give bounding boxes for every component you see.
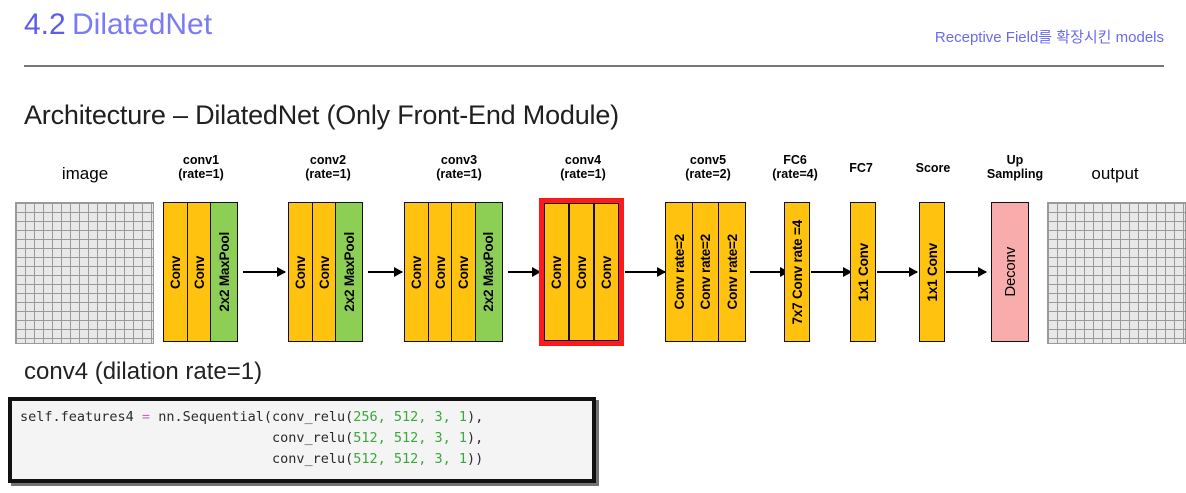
layer-label: 1x1 Conv [855,242,871,302]
layer-conv[interactable]: Conv [451,202,476,342]
layer-label: Conv [191,255,207,289]
stage-block-conv4[interactable]: Conv Conv Conv [539,198,624,346]
layer-label: Conv rate=2 [724,234,740,310]
code-line-2-args: 512, 512, 3, 1 [353,430,468,446]
stage-label-output: output [1091,164,1139,183]
layer-maxpool[interactable]: 2x2 MaxPool [474,202,503,342]
layer-conv[interactable]: Conv [186,202,212,342]
stage-block-conv5[interactable]: Conv rate=2 Conv rate=2 Conv rate=2 [665,202,746,342]
layer-label: 1x1 Conv [924,242,940,302]
architecture-heading: Architecture – DilatedNet (Only Front-En… [24,100,619,130]
header-right-note: Receptive Field를 확장시킨 models [934,29,1164,46]
code-line-1-prefix: self.features4 [20,409,142,425]
layer-label: Conv [316,255,332,289]
layer-label: Conv [549,255,564,289]
code-line-1-mid: nn.Sequential(conv_relu( [150,409,354,425]
stage-label-score: Score [915,161,951,175]
code-snippet: self.features4 = nn.Sequential(conv_relu… [8,397,596,483]
stage-block-conv2[interactable]: Conv Conv 2x2 MaxPool [288,202,363,342]
flow-arrow [625,267,666,277]
layer-label: Conv [168,255,183,289]
layer-conv-rate2[interactable]: Conv rate=2 [665,202,693,342]
stage-label-upsampling: Up Sampling [986,153,1044,181]
layer-score-conv[interactable]: 1x1 Conv [919,202,945,342]
flow-arrow [750,267,789,277]
stage-label-conv2: conv2 (rate=1) [305,153,351,181]
output-image-grid [1047,202,1186,344]
layer-label: Conv [574,255,589,289]
layer-conv[interactable]: Conv [404,202,429,342]
code-line-2-suffix: ), [467,430,484,446]
layer-conv[interactable]: Conv [427,202,453,342]
slide-header: 4.2 DilatedNet Receptive Field를 확장시킨 mod… [0,0,1186,70]
layer-label: 2x2 MaxPool [341,232,357,312]
code-line-3-args: 512, 512, 3, 1 [353,451,468,467]
stage-label-conv3: conv3 (rate=1) [436,153,482,181]
layer-label: 7x7 Conv rate =4 [789,219,805,325]
layer-fc6-conv[interactable]: 7x7 Conv rate =4 [784,202,810,342]
flow-arrow [877,267,918,277]
stage-block-conv1[interactable]: Conv Conv 2x2 MaxPool [163,202,238,342]
layer-conv[interactable]: Conv [594,203,619,341]
slide-number: 4.2 [24,8,66,41]
layer-label: 2x2 MaxPool [216,232,232,312]
code-operator: = [141,409,151,425]
layer-conv[interactable]: Conv [544,203,569,341]
stage-label-image: image [61,164,109,183]
layer-maxpool[interactable]: 2x2 MaxPool [335,202,363,342]
layer-label: Conv rate=2 [698,234,713,310]
code-line-2-prefix: conv_relu( [271,430,354,446]
layer-label: Conv [293,255,308,289]
slide-title: DilatedNet [72,8,213,41]
architecture-diagram: image conv1 (rate=1) Conv Conv 2x2 MaxPo… [0,150,1186,355]
layer-label: Conv [456,255,471,289]
code-line-3-prefix: conv_relu( [271,451,354,467]
stage-label-fc6: FC6 (rate=4) [772,153,818,181]
layer-maxpool[interactable]: 2x2 MaxPool [210,202,238,342]
flow-arrow [946,267,987,277]
layer-label: Conv rate=2 [671,234,687,310]
stage-block-conv3[interactable]: Conv Conv Conv 2x2 MaxPool [404,202,503,342]
layer-conv[interactable]: Conv [311,202,337,342]
code-line-1-suffix: ), [467,409,484,425]
layer-label: Conv [599,255,614,289]
code-line-1-args: 256, 512, 3, 1 [353,409,468,425]
layer-label: 2x2 MaxPool [481,232,496,312]
layer-fc7-conv[interactable]: 1x1 Conv [850,202,876,342]
flow-arrow [243,267,286,277]
stage-label-conv5: conv5 (rate=2) [685,153,731,181]
stage-block-score[interactable]: 1x1 Conv [919,202,945,342]
layer-label: Conv [432,255,448,289]
layer-deconv[interactable]: Deconv [991,202,1029,342]
layer-conv[interactable]: Conv [288,202,313,342]
conv4-caption: conv4 (dilation rate=1) [24,358,263,385]
flow-arrow [811,267,852,277]
layer-conv[interactable]: Conv [163,202,188,342]
layer-conv-rate2[interactable]: Conv rate=2 [691,202,720,342]
code-line-3-suffix: )) [467,451,484,467]
input-image-grid [15,202,154,344]
flow-arrow [368,267,403,277]
layer-label: Conv [409,255,424,289]
layer-label: Deconv [1001,247,1019,297]
stage-label-conv4: conv4 (rate=1) [560,153,606,181]
header-divider [24,65,1164,67]
flow-arrow [508,267,541,277]
layer-conv[interactable]: Conv [569,203,594,341]
stage-label-conv1: conv1 (rate=1) [178,153,224,181]
stage-block-fc6[interactable]: 7x7 Conv rate =4 [784,202,810,342]
stage-block-upsampling[interactable]: Deconv [991,202,1029,342]
stage-label-fc7: FC7 [849,161,873,175]
layer-conv-rate2[interactable]: Conv rate=2 [718,202,746,342]
stage-block-fc7[interactable]: 1x1 Conv [850,202,876,342]
